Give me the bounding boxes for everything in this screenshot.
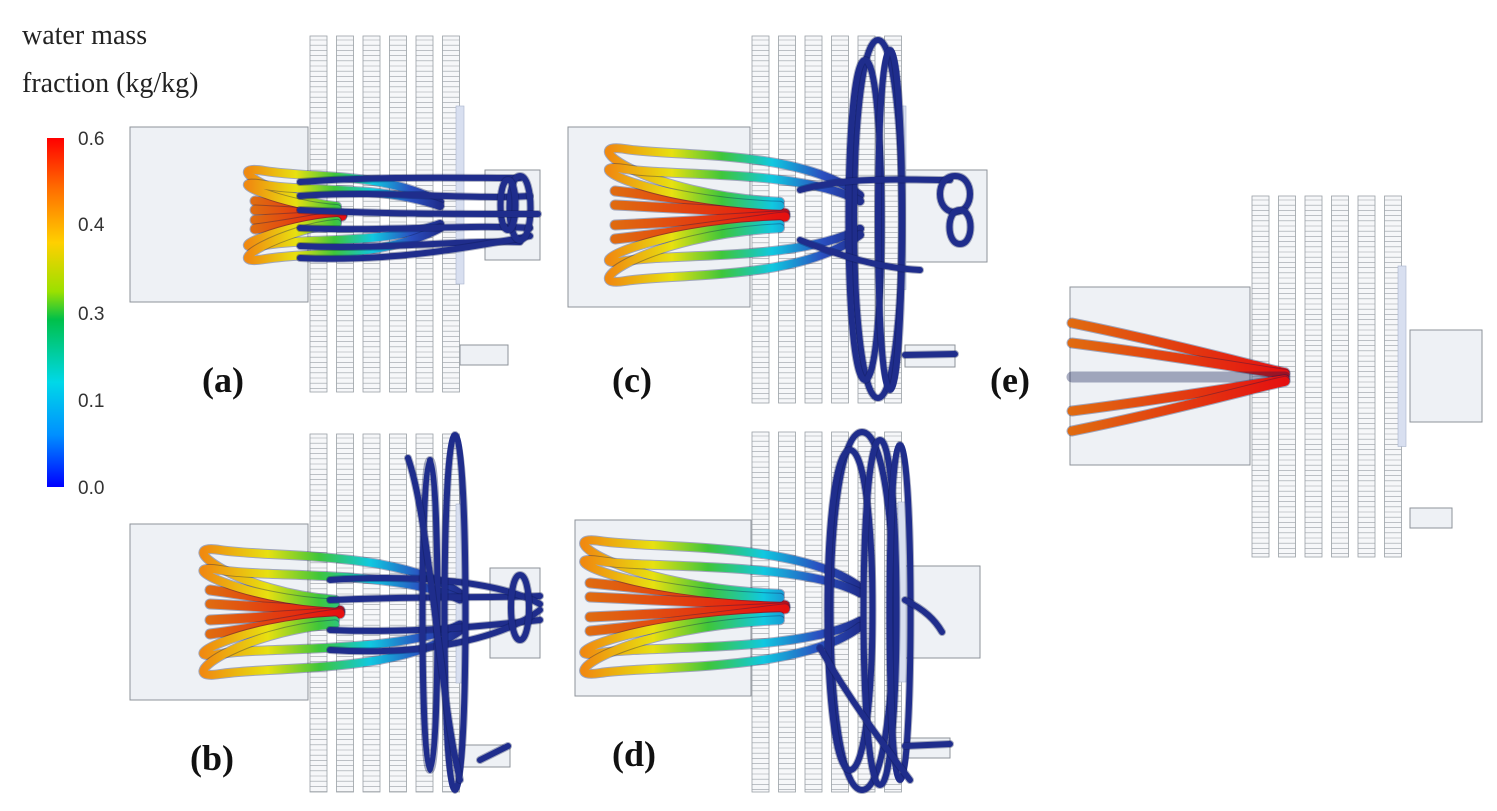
streamline-loop <box>604 144 864 206</box>
streamline-loop <box>580 556 864 602</box>
stack-column-lines <box>805 39 822 400</box>
stack-column-lines <box>1305 199 1322 554</box>
stack-column <box>362 433 381 793</box>
panel-label-d: (d) <box>612 734 656 774</box>
panel-label-e: (e) <box>990 360 1030 400</box>
streamline-loop <box>244 165 444 211</box>
stack-column-lines <box>1278 199 1296 554</box>
streamline-loop <box>199 564 464 608</box>
housing-box <box>904 565 981 659</box>
streamline-loop <box>199 620 464 679</box>
stack-column-lines <box>1384 199 1402 554</box>
colorbar-tick-label: 0.1 <box>78 391 105 412</box>
streamline-recirculation <box>797 237 923 273</box>
stack-column-lines <box>389 437 407 792</box>
streamline-recirculation <box>817 645 913 783</box>
housing-box <box>904 169 988 263</box>
streamline-recirculation <box>875 47 905 394</box>
colorbar <box>47 138 64 487</box>
housing-box <box>459 344 509 366</box>
streamline-recirculation <box>297 191 533 200</box>
streamline-loop <box>580 536 864 598</box>
streamline-recirculation <box>441 432 469 794</box>
streamline-loop <box>580 616 864 678</box>
colorbar-tick-label: 0.3 <box>78 304 105 325</box>
stack-column-lines <box>1331 199 1349 554</box>
streamline-recirculation <box>902 597 945 635</box>
stack-column-lines <box>778 39 796 400</box>
streamline-recirculation <box>477 743 511 763</box>
streamline-recirculation <box>902 351 958 358</box>
stack-column-lines <box>1358 199 1375 554</box>
scenes <box>129 35 1483 795</box>
stack-column <box>804 35 823 404</box>
scene-c <box>567 35 988 404</box>
stack-column <box>804 431 823 793</box>
scene-b <box>129 431 544 795</box>
housing-box <box>1409 329 1483 423</box>
streamline-recirculation <box>297 207 541 217</box>
streamline-recirculation <box>902 741 953 749</box>
membrane-strip <box>1397 265 1407 447</box>
legend-title-line2: fraction (kg/kg) <box>22 68 199 99</box>
streamline-recirculation <box>297 223 533 233</box>
streamline-recirculation <box>405 455 463 783</box>
stack-column <box>389 433 407 793</box>
streamline-recirculation <box>797 176 953 193</box>
stack-column-lines <box>1252 199 1269 554</box>
stack-column-lines <box>363 437 380 792</box>
panel-label-c: (c) <box>612 360 652 400</box>
panel-label-b: (b) <box>190 738 234 778</box>
streamline-recirculation <box>508 572 532 644</box>
streamline-recirculation <box>297 233 533 262</box>
streamline-recirculation <box>327 575 543 607</box>
streamline-recirculation <box>297 174 523 185</box>
streamline-recirculation <box>497 177 519 234</box>
scene-a <box>129 35 542 393</box>
streamline-core <box>1067 376 1290 436</box>
streamline-recirculation <box>824 447 876 774</box>
streamline-recirculation <box>327 607 543 655</box>
scene-e <box>1066 195 1483 558</box>
colorbar-tick-label: 0.0 <box>78 478 105 499</box>
housing-box <box>1409 507 1453 529</box>
colorbar-tick-label: 0.6 <box>78 129 105 150</box>
scene-d <box>574 428 981 795</box>
streamline-recirculation <box>886 442 914 784</box>
streamline-loop <box>604 224 864 286</box>
panel-label-a: (a) <box>202 360 244 400</box>
stack-column-lines <box>858 39 875 400</box>
streamline-loop <box>604 164 864 210</box>
colorbar-tick-label: 0.4 <box>78 215 105 236</box>
streamline-recirculation <box>946 207 974 248</box>
legend-title-line1: water mass <box>22 20 148 51</box>
streamline-loop <box>199 545 464 604</box>
streamline-recirculation <box>860 437 900 789</box>
